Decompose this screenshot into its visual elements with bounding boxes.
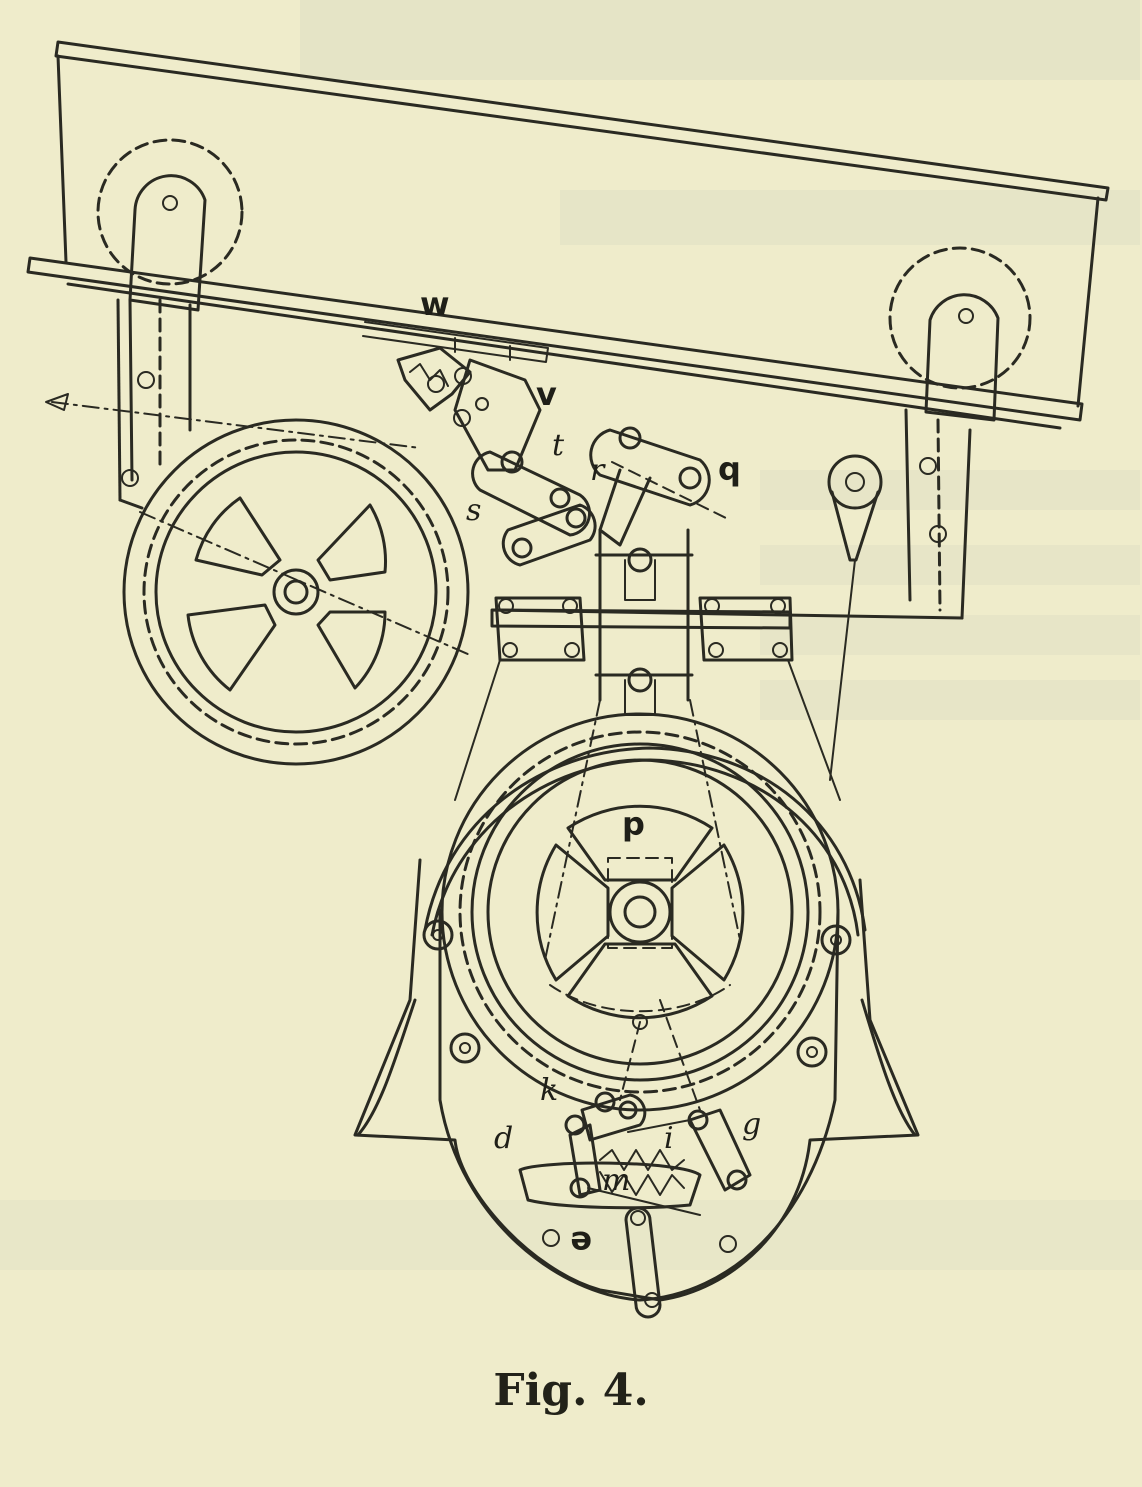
left-running-wheel bbox=[96, 138, 244, 312]
label-v: v bbox=[536, 375, 557, 413]
label-t: t bbox=[552, 428, 565, 463]
show-through-text bbox=[0, 0, 1142, 1270]
lower-lever-mechanism bbox=[518, 999, 752, 1319]
label-m: m bbox=[602, 1163, 630, 1198]
right-running-wheel bbox=[888, 246, 1032, 422]
label-r: r bbox=[590, 453, 606, 488]
rope-line bbox=[45, 393, 421, 449]
left-pulley bbox=[122, 418, 471, 766]
right-idler bbox=[827, 454, 883, 562]
label-d: d bbox=[494, 1121, 513, 1156]
part-labels: w v t r q s p k d i g m e bbox=[420, 285, 761, 1262]
central-bracket bbox=[490, 528, 794, 716]
label-q: q bbox=[718, 450, 741, 488]
brake-drum bbox=[440, 712, 840, 1112]
label-e: e bbox=[570, 1224, 592, 1262]
label-g: g bbox=[742, 1107, 761, 1142]
side-frames bbox=[121, 298, 947, 612]
label-s: s bbox=[466, 493, 481, 528]
label-i: i bbox=[664, 1121, 674, 1156]
wagon-body bbox=[26, 40, 1110, 620]
label-p: p bbox=[622, 805, 645, 843]
label-k: k bbox=[540, 1073, 558, 1108]
label-w: w bbox=[420, 285, 450, 323]
figure-caption: Fig. 4. bbox=[493, 1365, 649, 1416]
upper-linkage bbox=[396, 346, 731, 567]
